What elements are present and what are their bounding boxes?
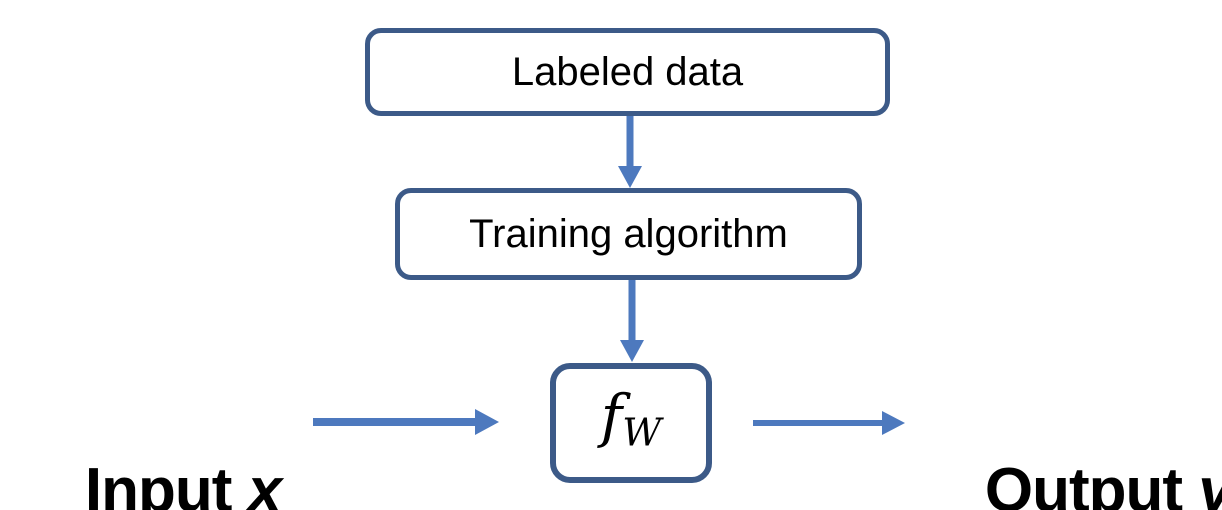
output-variable-y: y [1198,456,1222,510]
arrow-right-input-to-model-icon [313,409,499,435]
labeled-data-box: Labeled data [365,28,890,116]
training-algorithm-box: Training algorithm [395,188,862,280]
model-function-symbol: f [600,381,623,450]
model-fw-box: fW [550,363,712,483]
training-algorithm-label: Training algorithm [469,211,788,256]
input-text: Input [84,456,248,510]
model-fw-label: fW [601,387,662,460]
model-weights-subscript: W [622,410,662,455]
output-text: Output [984,456,1199,510]
input-x-label: Input x [20,398,282,510]
input-variable-x: x [247,456,282,510]
arrow-down-labeled-to-training-icon [618,115,642,188]
labeled-data-label: Labeled data [511,49,744,94]
output-y-label: Output y [920,398,1222,510]
arrow-right-model-to-output-icon [753,411,905,435]
arrow-down-training-to-model-icon [620,280,644,362]
